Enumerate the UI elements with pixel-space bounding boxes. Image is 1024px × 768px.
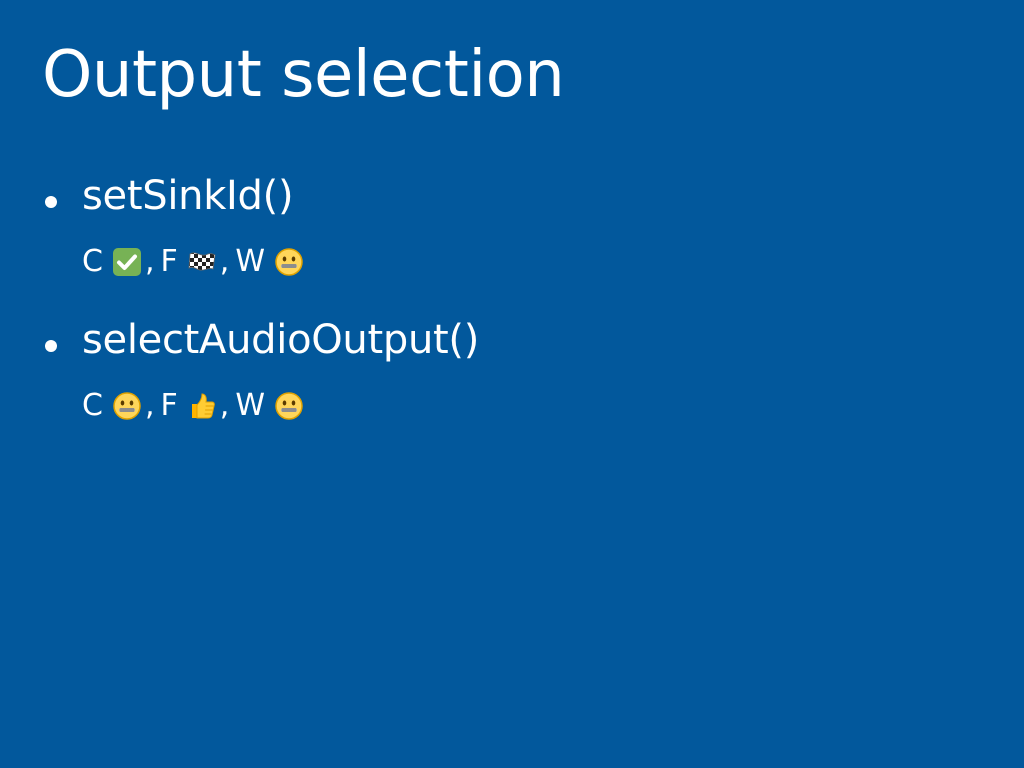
zipper-mouth-face-icon	[273, 390, 305, 422]
browser-support-line: C , F	[82, 246, 307, 278]
browser-letter: W	[235, 388, 265, 423]
browser-letter: F	[160, 244, 178, 279]
check-mark-button-icon	[111, 246, 143, 278]
separator: ,	[144, 244, 155, 279]
api-name: selectAudioOutput()	[82, 317, 479, 363]
separator: ,	[219, 388, 230, 423]
browser-support-line: C , F	[82, 390, 307, 422]
browser-letter: F	[160, 388, 178, 423]
zipper-mouth-face-icon	[111, 390, 143, 422]
bullet-dot	[45, 340, 57, 352]
browser-support-firefox: F ,	[161, 246, 236, 278]
browser-support-webkit: W	[235, 390, 307, 422]
thumbs-up-icon	[186, 390, 218, 422]
separator: ,	[144, 388, 155, 423]
browser-letter: W	[235, 244, 265, 279]
browser-support-firefox: F ,	[161, 390, 236, 422]
chequered-flag-icon	[186, 246, 218, 278]
bullet-dot	[45, 196, 57, 208]
browser-support-chrome: C ,	[82, 390, 161, 422]
browser-support-chrome: C ,	[82, 246, 161, 278]
browser-letter: C	[82, 244, 103, 279]
browser-support-webkit: W	[235, 246, 307, 278]
api-name: setSinkId()	[82, 173, 294, 219]
slide-title: Output selection	[42, 38, 565, 112]
browser-letter: C	[82, 388, 103, 423]
zipper-mouth-face-icon	[273, 246, 305, 278]
separator: ,	[219, 244, 230, 279]
